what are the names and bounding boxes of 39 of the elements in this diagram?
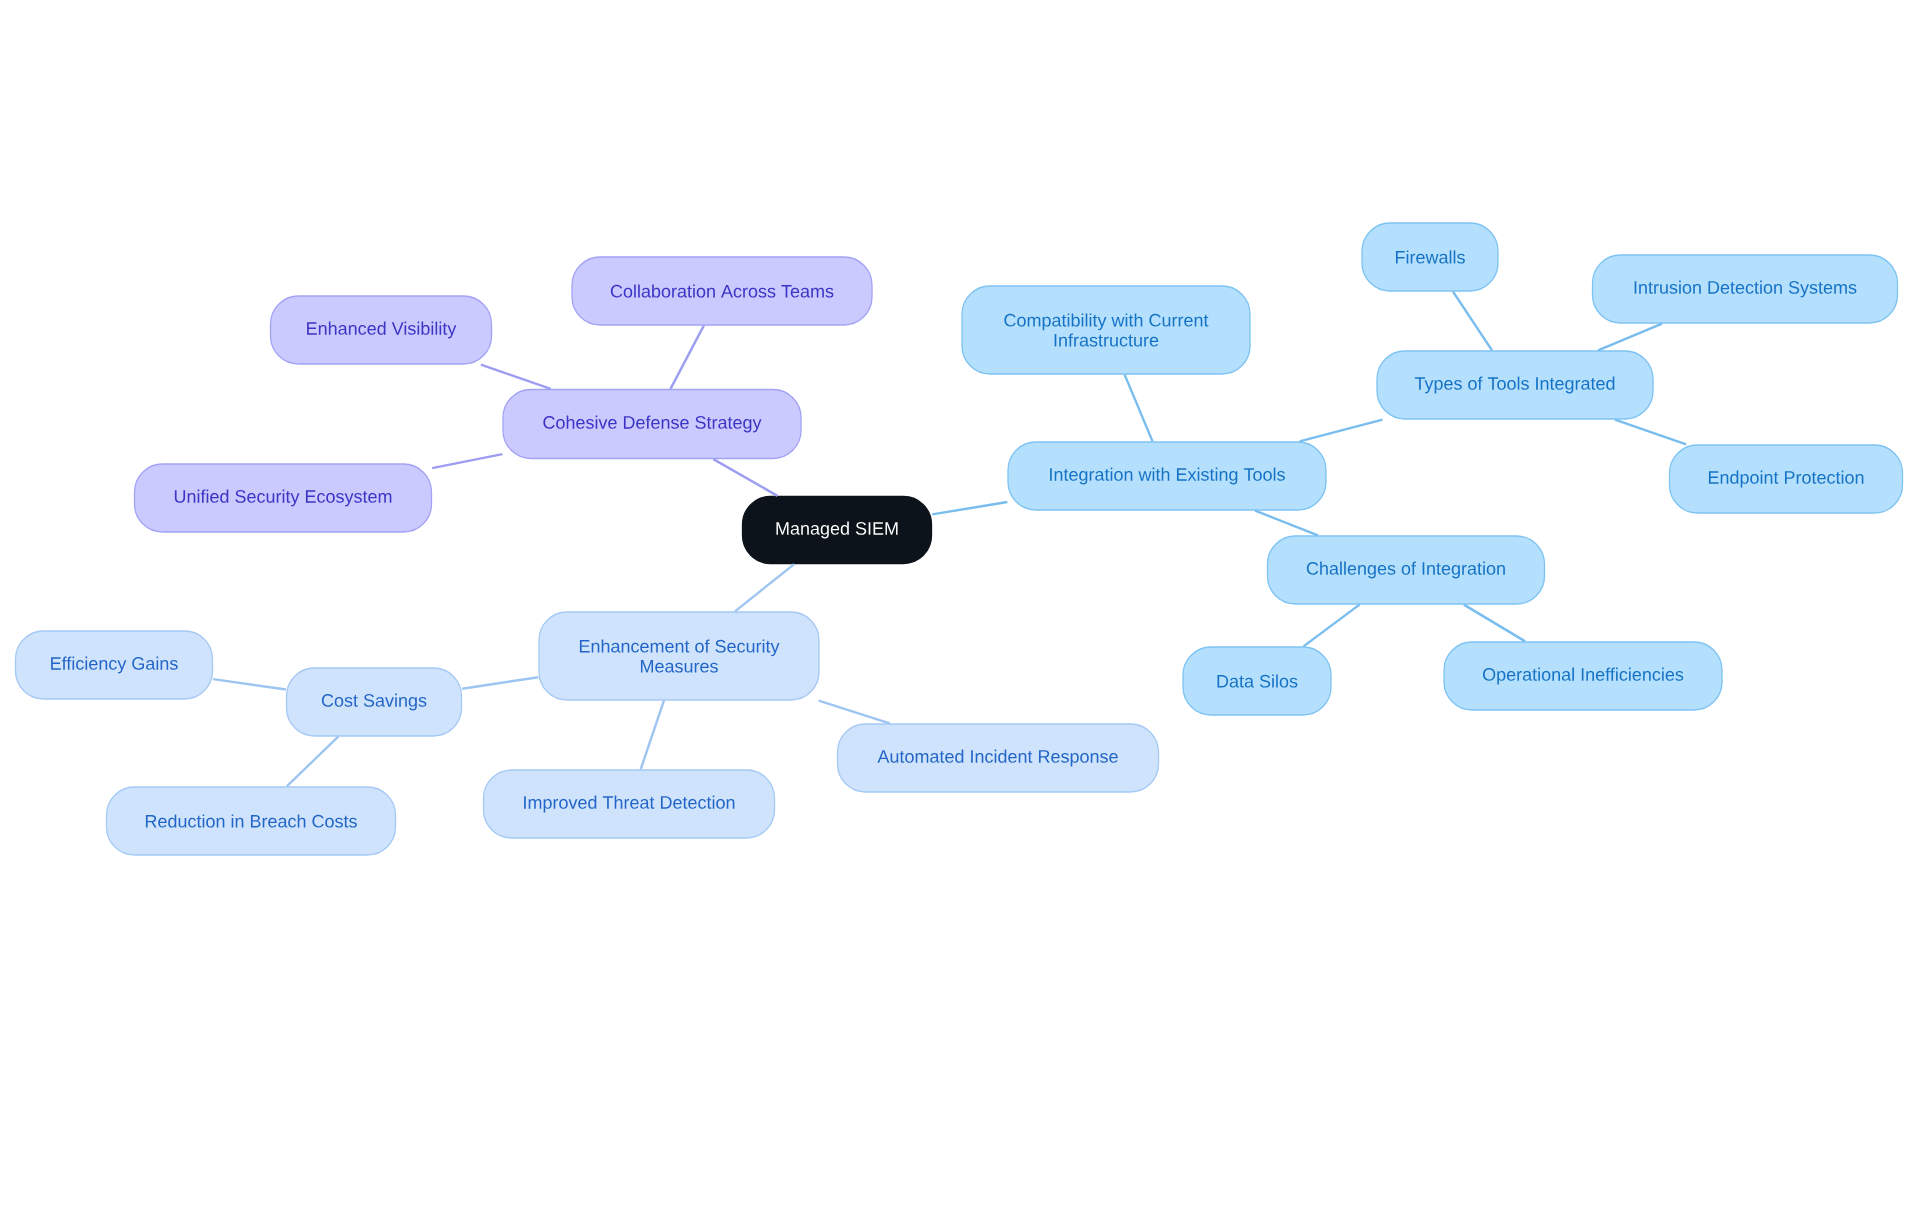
connector-line	[1254, 509, 1319, 537]
topic-box: Improved Threat Detection	[482, 769, 776, 839]
connector-line	[285, 735, 340, 788]
topic-box: Cohesive Defense Strategy	[502, 388, 802, 460]
topic-box: Cost Savings	[285, 667, 463, 737]
topic-box: Endpoint Protection	[1668, 444, 1904, 514]
central-topic: Managed SIEM	[741, 495, 933, 565]
connector-line	[213, 677, 287, 691]
topic-box: Efficiency Gains	[14, 630, 214, 700]
topic-box: Automated Incident Response	[836, 723, 1160, 793]
connector-line	[1452, 291, 1493, 351]
connector-line	[480, 363, 552, 390]
connector-line	[818, 699, 891, 725]
connector-line	[1123, 374, 1154, 442]
connector-line	[712, 458, 779, 497]
topic-box: Integration with Existing Tools	[1007, 441, 1327, 511]
connector-line	[734, 563, 795, 613]
connector-line	[462, 676, 539, 690]
connector-line	[1299, 418, 1383, 443]
connector-line	[639, 700, 666, 770]
topic-box: Compatibility with Current Infrastructure	[961, 285, 1251, 375]
topic-box: Reduction in Breach Costs	[105, 786, 397, 856]
topic-box: Collaboration Across Teams	[571, 256, 873, 326]
topic-box: Unified Security Ecosystem	[133, 463, 433, 533]
topic-box: Data Silos	[1182, 646, 1332, 716]
topic-box: Enhancement of Security Measures	[538, 611, 820, 701]
topic-box: Challenges of Integration	[1266, 535, 1546, 605]
connector-line	[1302, 603, 1361, 648]
topic-box: Firewalls	[1361, 222, 1499, 292]
connector-line	[1463, 603, 1526, 643]
topic-box: Intrusion Detection Systems	[1591, 254, 1899, 324]
connector-line	[1614, 418, 1687, 446]
connector-line	[431, 452, 503, 470]
topic-box: Types of Tools Integrated	[1376, 350, 1654, 420]
topic-box: Operational Inefficiencies	[1443, 641, 1723, 711]
connector-line	[931, 500, 1008, 516]
topic-box: Enhanced Visibility	[269, 295, 493, 365]
connector-line	[1597, 322, 1663, 352]
connector-line	[669, 325, 705, 390]
